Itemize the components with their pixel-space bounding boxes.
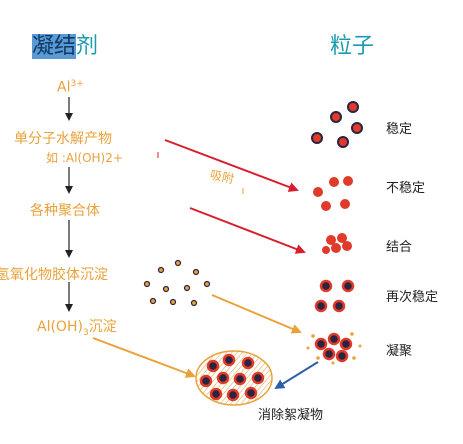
blue-arrow-coagulate — [274, 361, 319, 390]
aloh3-text: Al(OH) — [37, 319, 83, 335]
particle — [327, 332, 341, 346]
state-restable-label: 再次稳定 — [386, 290, 439, 305]
hydroxide-colloid-label: 氢氧化物胶体沉淀 — [0, 267, 108, 283]
particle — [314, 299, 328, 313]
state-combine-label: 结合 — [386, 240, 413, 255]
polymers-label: 各种聚合体 — [30, 203, 100, 219]
particles-combined — [322, 233, 352, 254]
particle — [321, 201, 331, 211]
orange-arrow-floc — [92, 337, 196, 378]
particle — [326, 235, 336, 245]
particle — [342, 241, 352, 251]
particle — [322, 246, 330, 254]
particles-title: 粒子 — [330, 34, 375, 59]
particle — [341, 279, 355, 293]
hydrolysis-label: 单分子水解产物 — [14, 131, 112, 147]
state-coagulate-label: 凝聚 — [386, 344, 413, 359]
hydrolysis-example: 如 :Al(OH)2+ — [46, 151, 123, 165]
orange-arrow-restable — [211, 294, 302, 334]
al-ion-label: Al3+ — [57, 79, 84, 96]
red-arrow-combine — [189, 207, 306, 254]
floc — [195, 350, 273, 406]
particles-unstable — [313, 176, 353, 211]
particle — [332, 299, 346, 313]
colloid-particles — [143, 259, 211, 307]
particle — [347, 101, 359, 113]
particles-restable — [314, 279, 355, 313]
remove-flocs-label: 消除絮凝物 — [258, 408, 324, 423]
particle — [331, 243, 341, 253]
aloh3-label: Al(OH)3沉淀 — [37, 316, 117, 338]
particles-stable — [311, 101, 363, 148]
particle — [343, 176, 353, 186]
particle — [313, 187, 323, 197]
state-unstable-label: 不稳定 — [386, 181, 426, 196]
particles-coagulated — [306, 332, 362, 365]
particle — [339, 337, 353, 351]
coagulant-title: 凝结剂 — [32, 28, 98, 60]
particle — [340, 199, 350, 209]
al-ion-text: Al — [57, 79, 71, 96]
coagulant-title-rest: 剂 — [76, 34, 99, 59]
particle — [314, 337, 328, 351]
particle — [322, 347, 336, 361]
particle — [330, 111, 342, 123]
particle — [351, 122, 363, 134]
state-stable-label: 稳定 — [386, 122, 413, 137]
particle — [311, 132, 323, 144]
particle — [337, 233, 347, 243]
aloh3-rest: 沉淀 — [88, 319, 117, 335]
red-arrow-adsorption — [164, 139, 299, 192]
particle — [335, 349, 349, 363]
particle — [329, 177, 339, 187]
aloh3-subscript: 3 — [82, 327, 89, 338]
coagulant-title-highlight: 凝结 — [32, 34, 77, 59]
particle — [337, 136, 349, 148]
particle — [319, 279, 333, 293]
al-ion-charge: 3+ — [70, 79, 84, 89]
